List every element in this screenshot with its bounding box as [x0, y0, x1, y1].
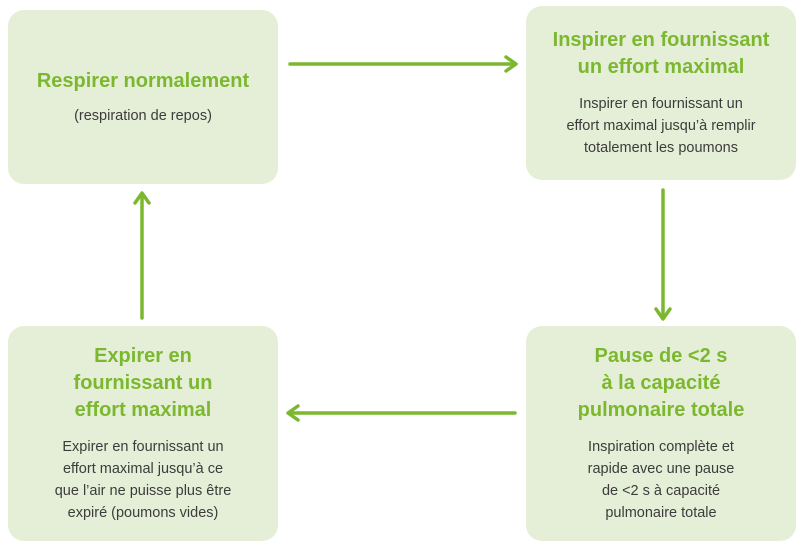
step-description: (respiration de repos) [74, 107, 212, 124]
step-description: Inspiration complète et rapide avec une … [587, 439, 735, 521]
arrow-up-icon [133, 191, 151, 320]
step-title: Inspirer en fournissant un effort maxima… [552, 29, 770, 78]
step-box-expirer: Expirer en fournissant un effort maximal… [8, 326, 278, 541]
step-box-inspirer: Inspirer en fournissant un effort maxima… [526, 6, 796, 180]
step-title: Pause de <2 s à la capacité pulmonaire t… [577, 345, 745, 421]
step-title: Respirer normalement [36, 69, 250, 92]
step-title: Expirer en fournissant un effort maximal [73, 345, 213, 421]
step-description: Expirer en fournissant un effort maximal… [54, 439, 232, 521]
step-box-pause: Pause de <2 s à la capacité pulmonaire t… [526, 326, 796, 541]
arrow-down-icon [654, 188, 672, 321]
step-box-respirer-normalement: Respirer normalement (respiration de rep… [8, 10, 278, 184]
arrow-left-icon [286, 404, 517, 422]
step-description: Inspirer en fournissant un effort maxima… [566, 96, 756, 156]
arrow-right-icon [288, 55, 518, 73]
